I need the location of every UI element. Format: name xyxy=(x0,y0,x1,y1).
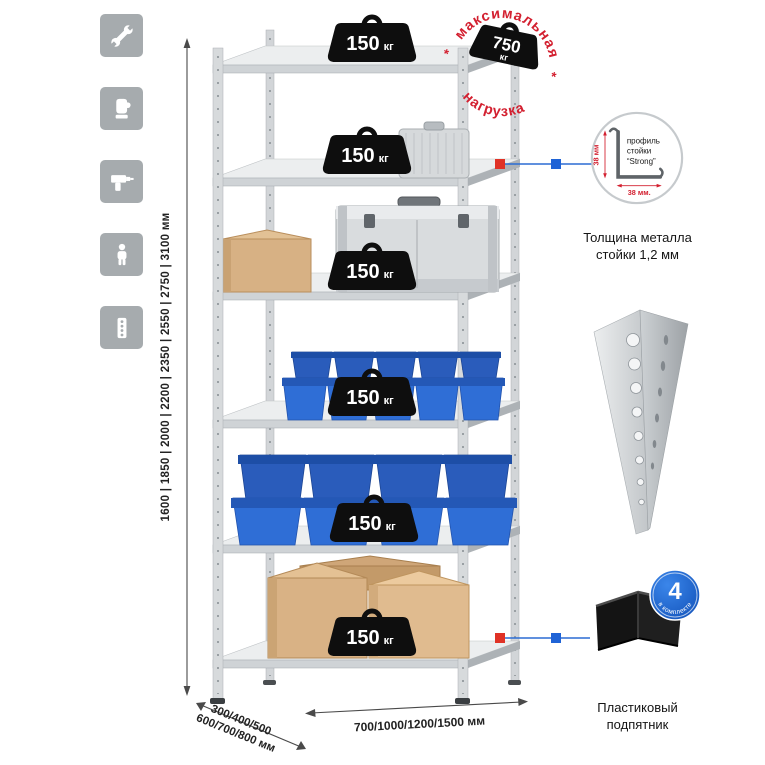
stamp-star-right: * xyxy=(550,69,559,85)
svg-text:профиль: профиль xyxy=(627,136,660,145)
person-icon-tile xyxy=(100,233,143,276)
width-dimension-line xyxy=(305,698,528,717)
rack-front-left-post xyxy=(212,47,224,701)
post-perforations xyxy=(626,333,645,506)
drill-icon-tile xyxy=(100,160,143,203)
max-load-weight-icon: 750 кг xyxy=(469,22,539,70)
weight-body-icon xyxy=(327,617,417,656)
drill-icon xyxy=(110,174,134,191)
post-slots xyxy=(650,335,669,470)
profile-label: профиль стойки “Strong” xyxy=(627,136,660,165)
wrench-icon-tile xyxy=(100,14,143,57)
profile-callout-connector xyxy=(495,159,592,169)
rack-post-icon xyxy=(117,317,126,338)
svg-text:“Strong”: “Strong” xyxy=(627,157,656,166)
max-load-unit: кг xyxy=(499,51,509,63)
gloves-icon xyxy=(115,98,131,119)
svg-text:38 мм.: 38 мм. xyxy=(628,188,651,197)
post-profile-callout: 38 мм 38 мм. профиль стойки “Strong” xyxy=(589,110,685,211)
kit-count-badge: 4 в комплекте xyxy=(648,568,702,627)
weight-body-icon xyxy=(327,23,417,62)
profile-width-dimension: 38 мм. xyxy=(616,183,662,197)
foot-callout-connector xyxy=(495,633,590,643)
svg-text:стойки: стойки xyxy=(627,147,651,156)
profile-caption-line1: Толщина металла xyxy=(583,230,692,245)
weight-body-icon xyxy=(329,503,419,542)
angle-profile-drawing xyxy=(608,127,664,179)
wrench-icon xyxy=(109,23,134,48)
gloves-icon-tile xyxy=(100,87,143,130)
foot-caption-line1: Пластиковый xyxy=(597,700,678,715)
weight-body-icon xyxy=(322,135,412,174)
foot-caption-line2: подпятник xyxy=(606,716,669,732)
person-icon xyxy=(117,243,126,265)
profile-caption: Толщина металла стойки 1,2 мм xyxy=(565,230,710,264)
profile-caption-line2: стойки 1,2 мм xyxy=(596,246,679,262)
rack-post-icon-tile xyxy=(100,306,143,349)
foot-caption: Пластиковый подпятник xyxy=(570,700,705,734)
weight-body-icon xyxy=(327,377,417,416)
height-dimension-label: 1600 | 1850 | 2000 | 2200 | 2350 | 2550 … xyxy=(160,212,172,522)
profile-height-dimension: 38 мм xyxy=(591,130,607,179)
stamp-arc-bottom: нагрузка xyxy=(457,87,530,126)
perforated-post-image xyxy=(578,296,708,549)
post-feet xyxy=(210,680,521,704)
kit-count-value: 4 xyxy=(668,578,682,605)
height-dimension-line xyxy=(183,38,191,696)
max-load-stamp: максимальная нагрузка * * 750 кг xyxy=(426,0,579,145)
cardboard-box-shelf3 xyxy=(222,229,312,293)
stamp-star-left: * xyxy=(442,46,451,62)
depth-dimension-line xyxy=(196,702,306,750)
svg-text:38 мм: 38 мм xyxy=(591,145,600,166)
weight-body-icon xyxy=(327,251,417,290)
